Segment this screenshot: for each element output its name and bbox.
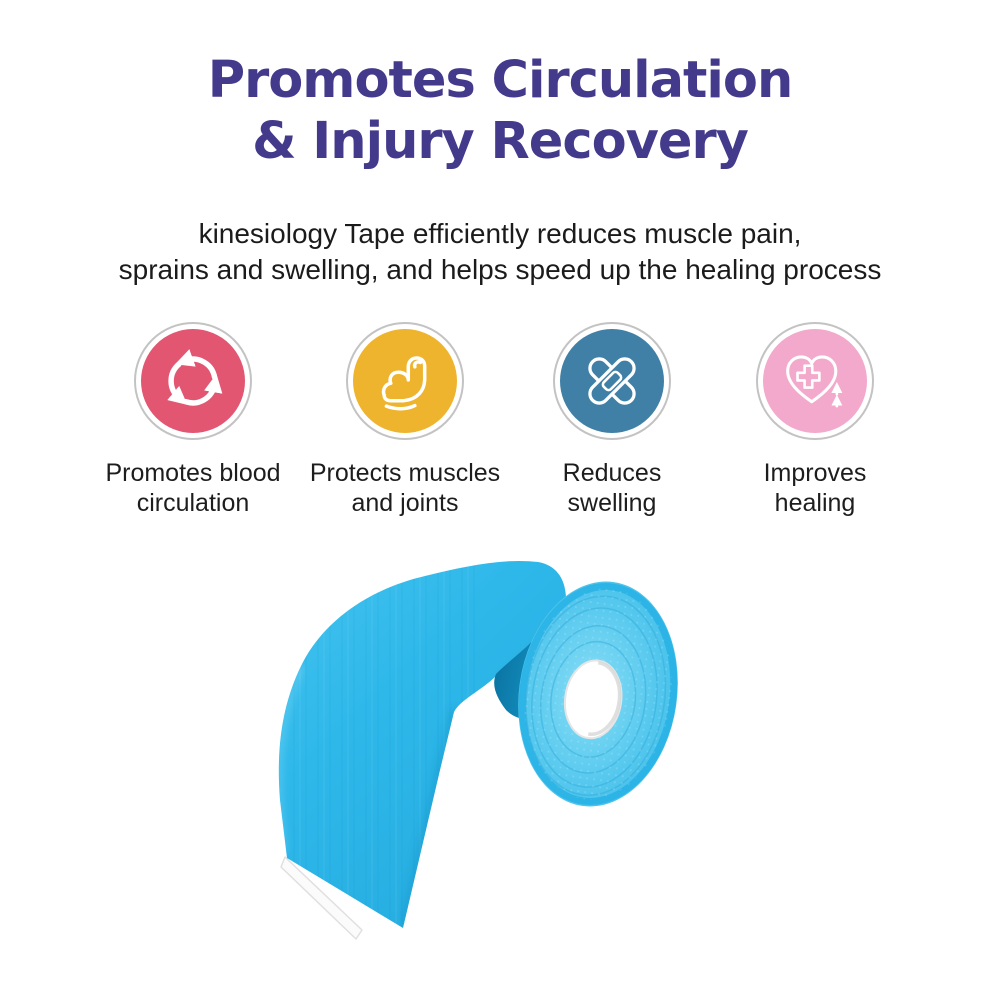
feature-circulation: Promotes blood circulation (83, 322, 303, 518)
feature-muscles: Protects muscles and joints (295, 322, 515, 518)
circular-arrows-icon (141, 329, 245, 433)
heart-medical-cross-icon (763, 329, 867, 433)
feature-label: Improves healing (763, 459, 867, 517)
feature-label: Protects muscles and joints (309, 459, 501, 517)
feature-swelling: Reduces swelling (502, 322, 722, 518)
kinesiology-tape-roll-image (278, 560, 678, 940)
page-title: Promotes Circulation & Injury Recovery (207, 51, 794, 171)
feature-label: Reduces swelling (562, 459, 662, 517)
feature-healing: Improves healing (705, 322, 925, 518)
feature-badge (553, 322, 671, 440)
feature-badge (346, 322, 464, 440)
crossed-bandages-icon (560, 329, 664, 433)
feature-badge (756, 322, 874, 440)
subtitle: kinesiology Tape efficiently reduces mus… (118, 218, 882, 285)
feature-badge (134, 322, 252, 440)
flexed-bicep-icon (353, 329, 457, 433)
feature-label: Promotes blood circulation (105, 459, 281, 517)
